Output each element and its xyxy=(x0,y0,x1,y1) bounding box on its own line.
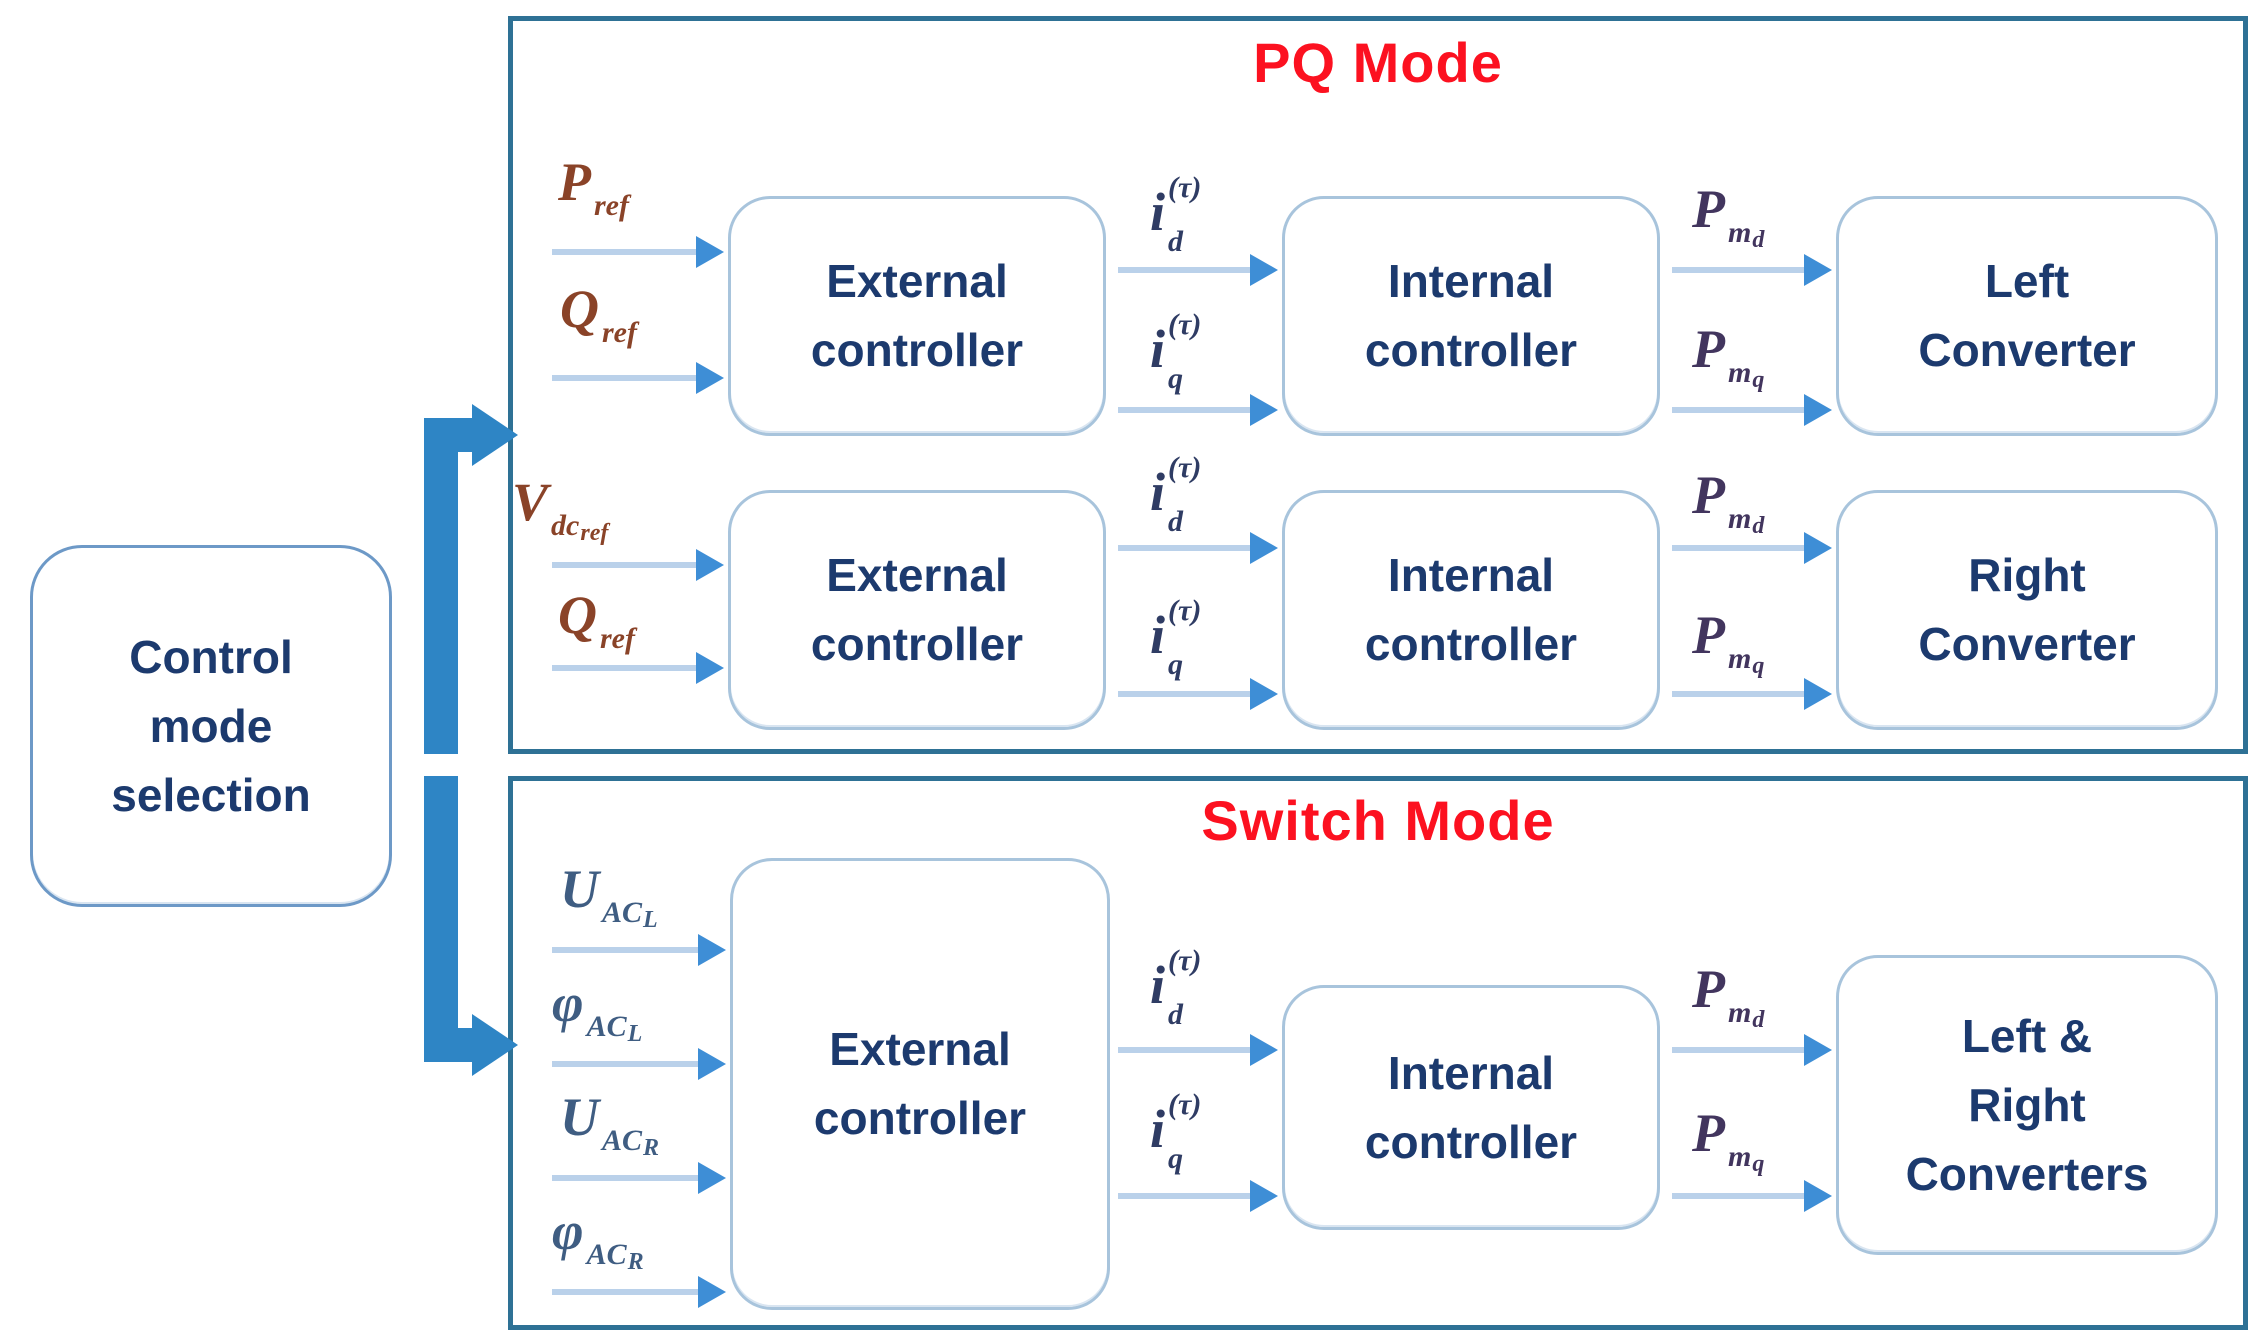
arrow-line xyxy=(1672,691,1804,697)
arrow-line xyxy=(552,665,696,671)
pq-mode-title: PQ Mode xyxy=(1253,31,1503,94)
arrow-head-icon xyxy=(1250,254,1278,286)
arrow-line xyxy=(552,947,698,953)
arrow-phi-ac-r xyxy=(552,1275,726,1309)
external-controller-box-pq-row1: External controller xyxy=(728,196,1106,436)
arrow-head-icon xyxy=(1804,394,1832,426)
arrow-p-mq-row2 xyxy=(1672,677,1832,711)
switch-mode-title: Switch Mode xyxy=(1201,789,1555,852)
arrow-u-ac-r xyxy=(552,1161,726,1195)
arrow-head-icon xyxy=(1250,678,1278,710)
arrow-head-icon xyxy=(1804,254,1832,286)
arrow-p-mq-switch xyxy=(1672,1179,1832,1213)
arrow-line xyxy=(1118,691,1250,697)
mode-arrow-to-switch-arm xyxy=(424,1028,476,1062)
arrow-head-icon xyxy=(1250,394,1278,426)
external-controller-box-pq-row2: External controller xyxy=(728,490,1106,730)
arrow-line xyxy=(1118,1193,1250,1199)
mode-arrow-to-pq-arm xyxy=(424,418,476,452)
arrow-line xyxy=(552,1061,698,1067)
control-mode-selection-box: Control mode selection xyxy=(30,545,392,907)
arrow-p-ref xyxy=(552,235,724,269)
arrow-p-mq-row1 xyxy=(1672,393,1832,427)
arrow-p-md-row1 xyxy=(1672,253,1832,287)
pq-mode-section-frame xyxy=(508,16,2248,754)
arrow-head-icon xyxy=(698,1276,726,1308)
label-i-q-row1: i(τ)q xyxy=(1150,308,1202,395)
arrow-head-icon xyxy=(696,549,724,581)
arrow-q-ref-row2 xyxy=(552,651,724,685)
arrow-line xyxy=(1118,267,1250,273)
arrow-head-icon xyxy=(698,1162,726,1194)
right-converter-box: Right Converter xyxy=(1836,490,2218,730)
arrow-q-ref-row1 xyxy=(552,361,724,395)
label-i-d-switch: i(τ)d xyxy=(1150,944,1202,1031)
mode-arrow-to-pq-head-icon xyxy=(472,404,518,466)
arrow-v-dc-ref xyxy=(552,548,724,582)
arrow-line xyxy=(552,1289,698,1295)
arrow-head-icon xyxy=(698,934,726,966)
arrow-head-icon xyxy=(1250,1180,1278,1212)
arrow-head-icon xyxy=(696,652,724,684)
label-i-q-switch: i(τ)q xyxy=(1150,1088,1202,1175)
arrow-head-icon xyxy=(1804,678,1832,710)
label-i-d-row1: i(τ)d xyxy=(1150,171,1202,258)
arrow-i-d-row1 xyxy=(1118,253,1278,287)
arrow-head-icon xyxy=(1804,1034,1832,1066)
arrow-head-icon xyxy=(1250,1034,1278,1066)
arrow-i-q-switch xyxy=(1118,1179,1278,1213)
mode-arrow-to-pq-spine xyxy=(424,418,458,754)
arrow-line xyxy=(552,375,696,381)
arrow-line xyxy=(1672,267,1804,273)
arrow-line xyxy=(1118,545,1250,551)
arrow-line xyxy=(1672,1193,1804,1199)
arrow-head-icon xyxy=(698,1048,726,1080)
arrow-head-icon xyxy=(1804,1180,1832,1212)
arrow-line xyxy=(552,1175,698,1181)
arrow-line xyxy=(1672,407,1804,413)
arrow-i-q-row2 xyxy=(1118,677,1278,711)
arrow-i-q-row1 xyxy=(1118,393,1278,427)
arrow-line xyxy=(552,562,696,568)
mode-arrow-to-switch-head-icon xyxy=(472,1014,518,1076)
arrow-head-icon xyxy=(1804,532,1832,564)
arrow-line xyxy=(1118,407,1250,413)
arrow-head-icon xyxy=(1250,532,1278,564)
arrow-p-md-row2 xyxy=(1672,531,1832,565)
arrow-phi-ac-l xyxy=(552,1047,726,1081)
arrow-head-icon xyxy=(696,236,724,268)
left-right-converters-box: Left & Right Converters xyxy=(1836,955,2218,1255)
arrow-line xyxy=(1672,545,1804,551)
internal-controller-box-pq-row2: Internal controller xyxy=(1282,490,1660,730)
arrow-p-md-switch xyxy=(1672,1033,1832,1067)
internal-controller-box-switch: Internal controller xyxy=(1282,985,1660,1230)
arrow-u-ac-l xyxy=(552,933,726,967)
arrow-line xyxy=(1118,1047,1250,1053)
arrow-i-d-switch xyxy=(1118,1033,1278,1067)
arrow-line xyxy=(1672,1047,1804,1053)
mode-arrow-to-switch-spine xyxy=(424,776,458,1062)
left-converter-box: Left Converter xyxy=(1836,196,2218,436)
label-i-d-row2: i(τ)d xyxy=(1150,451,1202,538)
internal-controller-box-pq-row1: Internal controller xyxy=(1282,196,1660,436)
arrow-head-icon xyxy=(696,362,724,394)
external-controller-box-switch: External controller xyxy=(730,858,1110,1310)
arrow-i-d-row2 xyxy=(1118,531,1278,565)
label-i-q-row2: i(τ)q xyxy=(1150,594,1202,681)
arrow-line xyxy=(552,249,696,255)
